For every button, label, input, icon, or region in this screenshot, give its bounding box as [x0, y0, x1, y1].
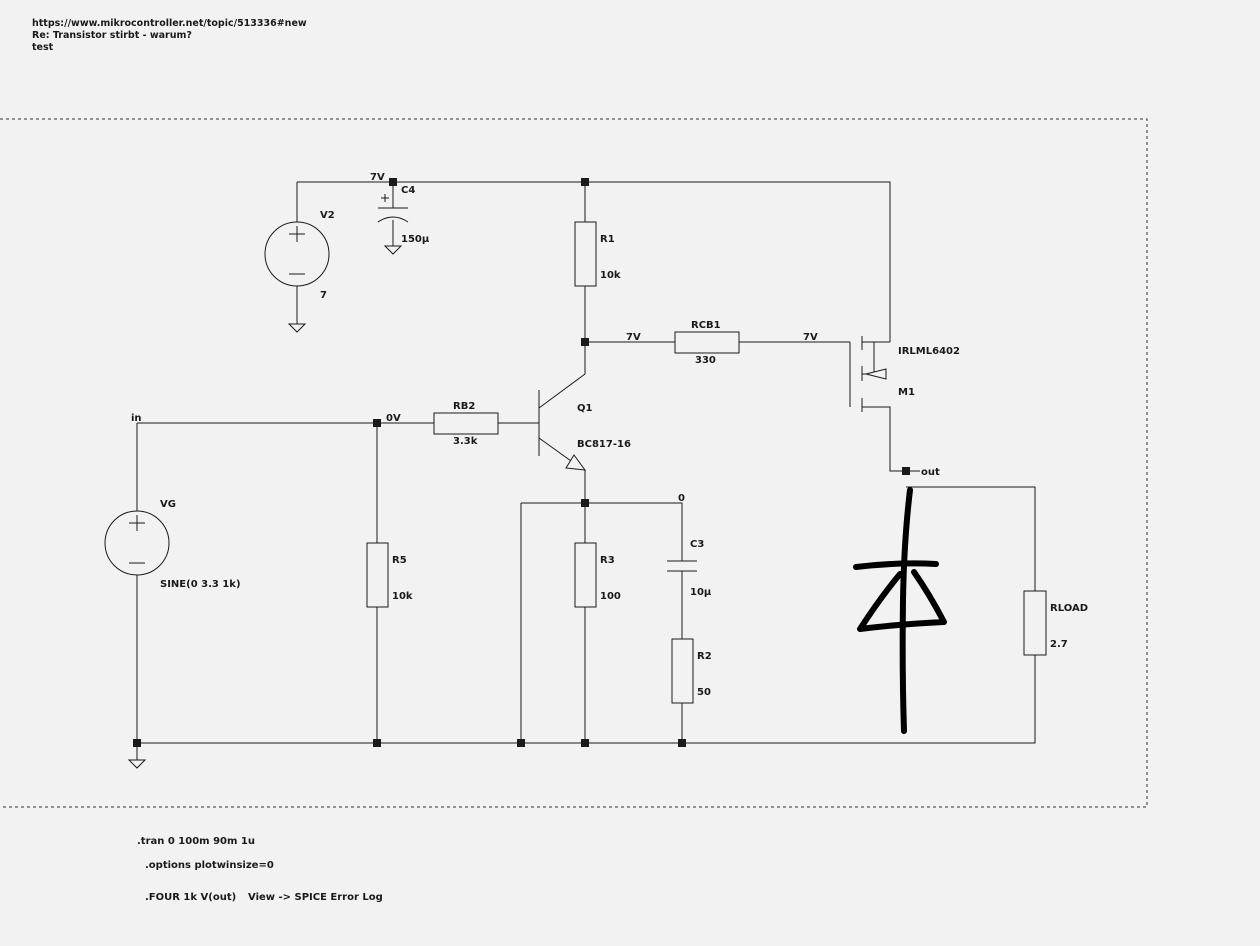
rcb1-resistor[interactable]	[674, 331, 740, 354]
rload-name: RLOAD	[1050, 603, 1088, 614]
header-subject: Re: Transistor stirbt - warum?	[32, 30, 192, 41]
vg-name: VG	[160, 499, 176, 510]
r3-resistor[interactable]	[574, 542, 597, 608]
directive-options: .options plotwinsize=0	[145, 860, 274, 871]
c4-value: 150µ	[401, 234, 430, 245]
directive-four: .FOUR 1k V(out)	[145, 892, 236, 903]
rload-value: 2.7	[1050, 639, 1068, 650]
v2-name: V2	[320, 210, 335, 221]
hand-drawn-diode-icon	[853, 487, 947, 734]
q1-transistor[interactable]	[538, 373, 587, 471]
r1-name: R1	[600, 234, 615, 245]
v2-source[interactable]	[264, 221, 330, 287]
c3-capacitor[interactable]	[667, 560, 697, 572]
dashed-frame	[0, 118, 1148, 808]
r5-resistor[interactable]	[366, 542, 389, 608]
q1-value: BC817-16	[577, 439, 631, 450]
m1-value: IRLML6402	[898, 346, 960, 357]
c4-capacitor[interactable]	[377, 194, 409, 223]
r5-name: R5	[392, 555, 407, 566]
r5-value: 10k	[392, 591, 413, 602]
v2-value: 7	[320, 290, 327, 301]
rcb1-name: RCB1	[691, 320, 721, 331]
net-label-7v-collector: 7V	[626, 332, 641, 343]
r1-resistor[interactable]	[574, 221, 597, 287]
ground-icon	[287, 323, 307, 333]
r2-name: R2	[697, 651, 712, 662]
header-note: test	[32, 42, 54, 53]
net-label-7v-gate: 7V	[803, 332, 818, 343]
net-label-in: in	[131, 413, 142, 424]
header-url: https://www.mikrocontroller.net/topic/51…	[32, 18, 307, 29]
net-label-7v-top: 7V	[370, 172, 385, 183]
vg-value: SINE(0 3.3 1k)	[160, 579, 241, 590]
directive-tran: .tran 0 100m 90m 1u	[137, 836, 255, 847]
wires	[136, 181, 1036, 760]
rb2-name: RB2	[453, 401, 475, 412]
ground-icon	[127, 759, 147, 769]
rb2-value: 3.3k	[453, 436, 478, 447]
r1-value: 10k	[600, 270, 621, 281]
m1-name: M1	[898, 387, 915, 398]
r2-value: 50	[697, 687, 711, 698]
rcb1-value: 330	[695, 355, 716, 366]
net-label-out: out	[921, 467, 940, 478]
rb2-resistor[interactable]	[433, 412, 499, 435]
r3-value: 100	[600, 591, 621, 602]
rload-resistor[interactable]	[1023, 590, 1047, 656]
c3-value: 10µ	[690, 587, 712, 598]
directive-hint: View -> SPICE Error Log	[248, 892, 383, 903]
net-label-0v-base: 0V	[386, 413, 401, 424]
r3-name: R3	[600, 555, 615, 566]
c3-name: C3	[690, 539, 704, 550]
net-label-zero: 0	[678, 493, 685, 504]
ground-icon	[383, 245, 403, 255]
q1-name: Q1	[577, 403, 593, 414]
junction-nodes	[133, 178, 910, 747]
r2-resistor[interactable]	[671, 638, 694, 704]
c4-name: C4	[401, 185, 415, 196]
m1-mosfet[interactable]	[849, 336, 887, 412]
vg-source[interactable]	[104, 510, 170, 576]
